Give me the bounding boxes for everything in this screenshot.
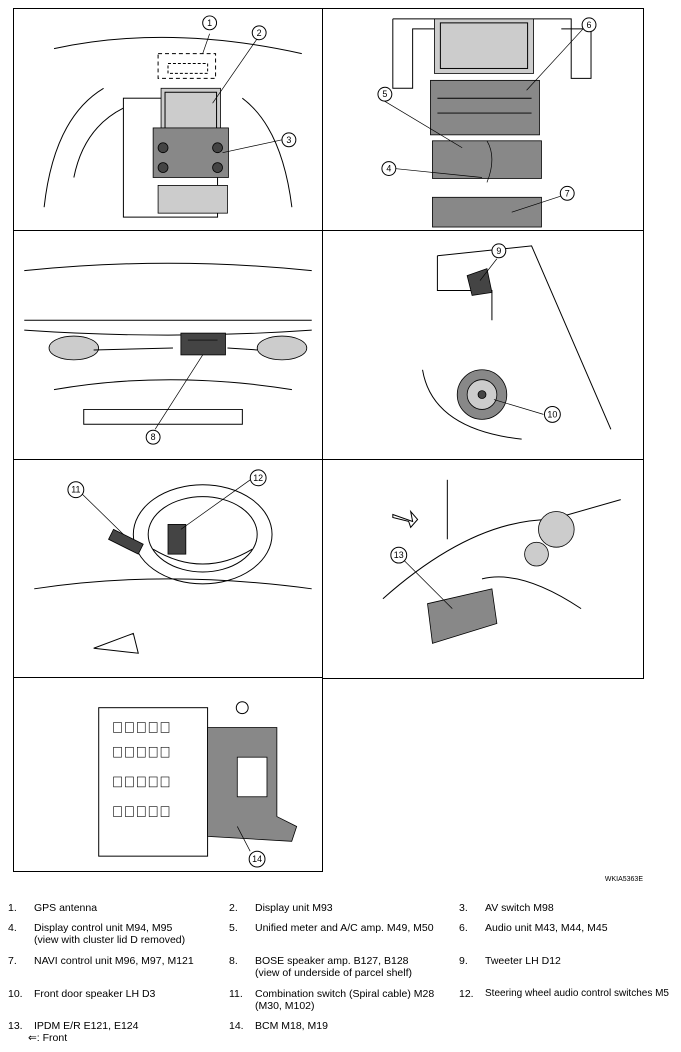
panel-bcm: 14 [13, 677, 323, 872]
panel-bose-amp: 8 [13, 230, 323, 460]
diagram-ref: WKIA5363E [604, 876, 643, 883]
svg-text:2: 2 [257, 28, 262, 38]
callout-11: 11 [67, 481, 85, 499]
front-note: ⇐: Front [28, 1032, 68, 1044]
callout-12: 12 [249, 469, 267, 487]
callout-7: 7 [559, 185, 575, 201]
panel-steering: 11 12 [13, 459, 323, 679]
panel-gps-display-avswitch: 1 2 3 [13, 8, 323, 231]
callout-14: 14 [248, 850, 266, 868]
svg-text:8: 8 [151, 432, 156, 442]
callout-4: 4 [381, 161, 397, 176]
svg-text:14: 14 [252, 854, 262, 864]
callout-8: 8 [145, 429, 161, 445]
svg-text:1: 1 [207, 18, 212, 28]
callout-1: 1 [202, 15, 218, 31]
svg-text:3: 3 [286, 135, 291, 145]
callout-13: 13 [390, 546, 408, 564]
svg-text:13: 13 [394, 550, 404, 560]
panel-ipdm: 13 [322, 459, 644, 679]
callout-9: 9 [491, 243, 507, 259]
callout-2: 2 [251, 25, 267, 41]
panel-door-speakers: 9 10 [322, 230, 644, 460]
svg-text:4: 4 [386, 164, 391, 174]
svg-text:7: 7 [565, 188, 570, 198]
callout-5: 5 [377, 86, 393, 102]
svg-text:9: 9 [496, 246, 501, 256]
svg-text:11: 11 [71, 485, 80, 495]
svg-text:12: 12 [253, 473, 263, 483]
svg-text:10: 10 [547, 409, 557, 419]
callout-6: 6 [581, 17, 597, 33]
panel-audio-units: 6 5 4 7 [322, 8, 644, 231]
callout-10: 10 [543, 405, 561, 423]
svg-text:5: 5 [382, 89, 387, 99]
callout-3: 3 [281, 132, 297, 148]
svg-text:6: 6 [587, 20, 592, 30]
